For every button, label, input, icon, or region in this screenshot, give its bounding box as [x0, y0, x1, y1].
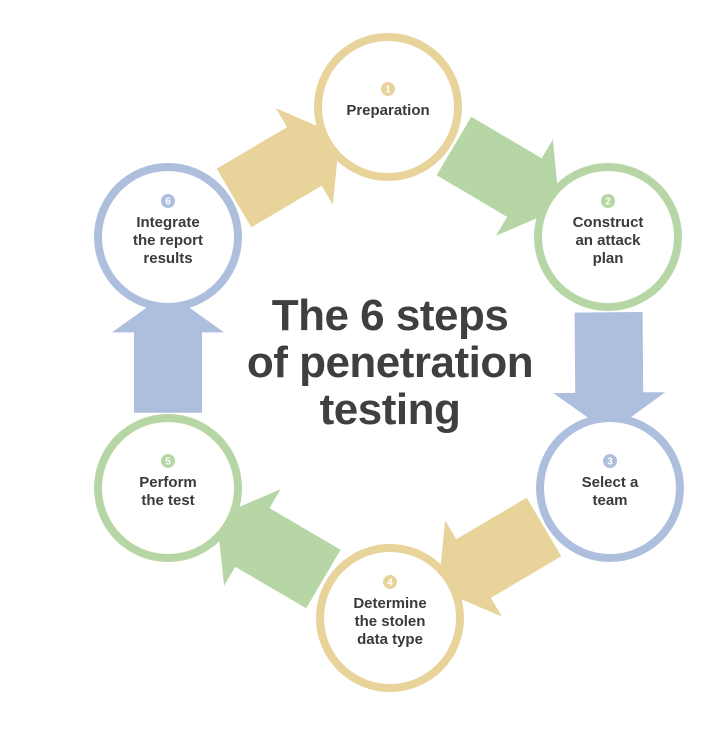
- title-line-1: The 6 steps: [272, 291, 509, 340]
- step-label-line: an attack: [575, 232, 641, 249]
- step-number-badge: [383, 575, 397, 589]
- title-line-2: of penetration: [247, 338, 533, 387]
- step-label-line: Perform: [139, 474, 197, 491]
- step-number: 1: [385, 85, 391, 96]
- step-inner-circle: [544, 422, 676, 554]
- step-number-badge: [603, 454, 617, 468]
- step-label-line: team: [592, 492, 627, 509]
- step-number: 4: [387, 578, 393, 589]
- step-label-line: Determine: [353, 595, 426, 612]
- step-number-badge: [161, 454, 175, 468]
- arrow-step-2-to-3: [553, 312, 666, 433]
- arrow-step-3-to-4: [438, 497, 562, 617]
- step-label-line: Preparation: [346, 102, 429, 119]
- title-line-3: testing: [320, 385, 461, 434]
- arrow-step-4-to-5: [216, 489, 341, 609]
- step-label-line: Construct: [573, 214, 644, 231]
- arrow-step-5-to-6: [112, 292, 224, 413]
- step-label-line: plan: [593, 250, 624, 267]
- step-label-line: the report: [133, 232, 203, 249]
- step-number: 6: [165, 197, 171, 208]
- diagram-title: The 6 steps of penetration testing: [247, 291, 534, 434]
- step-inner-circle: [324, 552, 456, 684]
- arrow-step-6-to-1: [216, 108, 340, 228]
- step-label-line: results: [143, 250, 192, 267]
- step-label-line: the test: [141, 492, 194, 509]
- step-inner-circle: [102, 422, 234, 554]
- step-number-badge: [381, 82, 395, 96]
- step-label-line: data type: [357, 631, 423, 648]
- arrow-step-1-to-2: [436, 116, 560, 236]
- step-number: 2: [605, 197, 611, 208]
- step-inner-circle: [322, 41, 454, 173]
- step-inner-circle: [102, 171, 234, 303]
- step-number-badge: [601, 194, 615, 208]
- step-number: 5: [165, 457, 171, 468]
- step-number-badge: [161, 194, 175, 208]
- step-inner-circle: [542, 171, 674, 303]
- step-label-line: the stolen: [355, 613, 426, 630]
- step-label-line: Integrate: [136, 214, 199, 231]
- arrow-layer: [112, 108, 666, 617]
- step-label-line: Select a: [582, 474, 639, 491]
- step-number: 3: [607, 457, 613, 468]
